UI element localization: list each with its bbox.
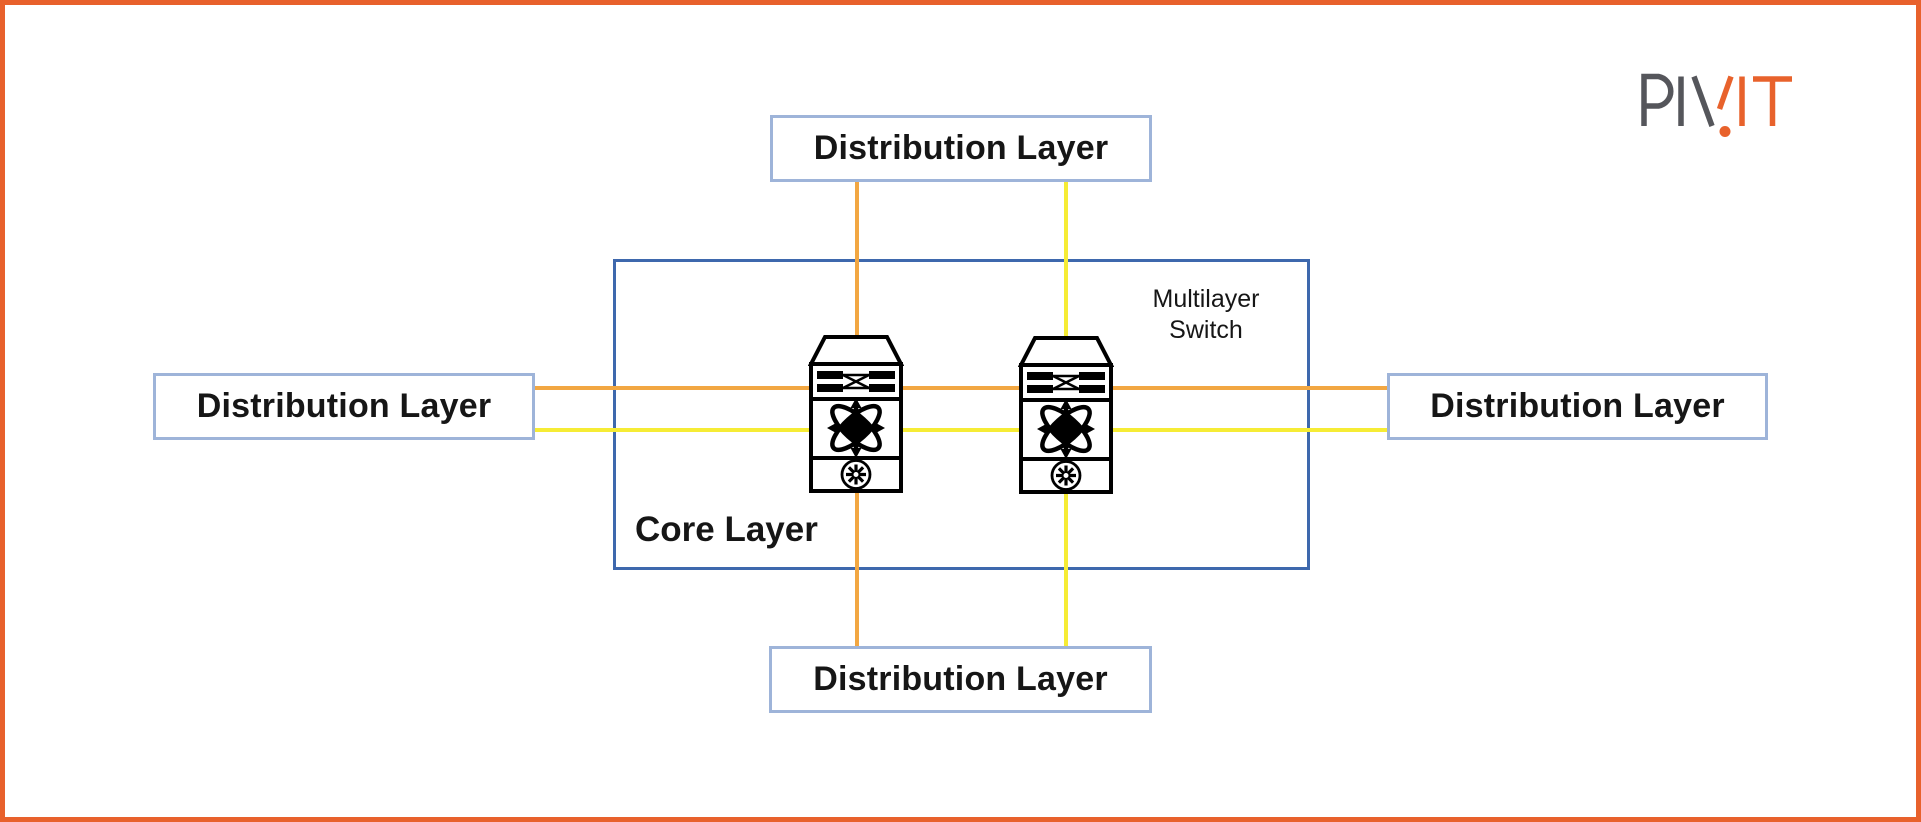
core-layer-label: Core Layer xyxy=(635,510,818,549)
distribution-layer-label: Distribution Layer xyxy=(813,129,1109,167)
multilayer-switch-caption: Multilayer Switch xyxy=(1116,284,1296,345)
distribution-layer-box-right: Distribution Layer xyxy=(1387,373,1768,440)
pivit-logo xyxy=(1641,73,1792,137)
multilayer-switch-caption-line2: Switch xyxy=(1169,315,1243,344)
distribution-layer-box-top: Distribution Layer xyxy=(770,115,1152,182)
distribution-layer-box-left: Distribution Layer xyxy=(153,373,535,440)
multilayer-switch-icon xyxy=(1018,335,1114,496)
distribution-layer-label: Distribution Layer xyxy=(813,660,1108,698)
multilayer-switch-icon xyxy=(808,334,904,495)
link-horizontal-yellow xyxy=(535,428,1387,432)
distribution-layer-box-bottom: Distribution Layer xyxy=(769,646,1152,713)
distribution-layer-label: Distribution Layer xyxy=(1430,387,1725,425)
link-horizontal-orange xyxy=(535,386,1387,390)
core-layer-box xyxy=(613,259,1310,570)
distribution-layer-label: Distribution Layer xyxy=(196,387,492,425)
multilayer-switch-caption-line1: Multilayer xyxy=(1152,285,1260,313)
